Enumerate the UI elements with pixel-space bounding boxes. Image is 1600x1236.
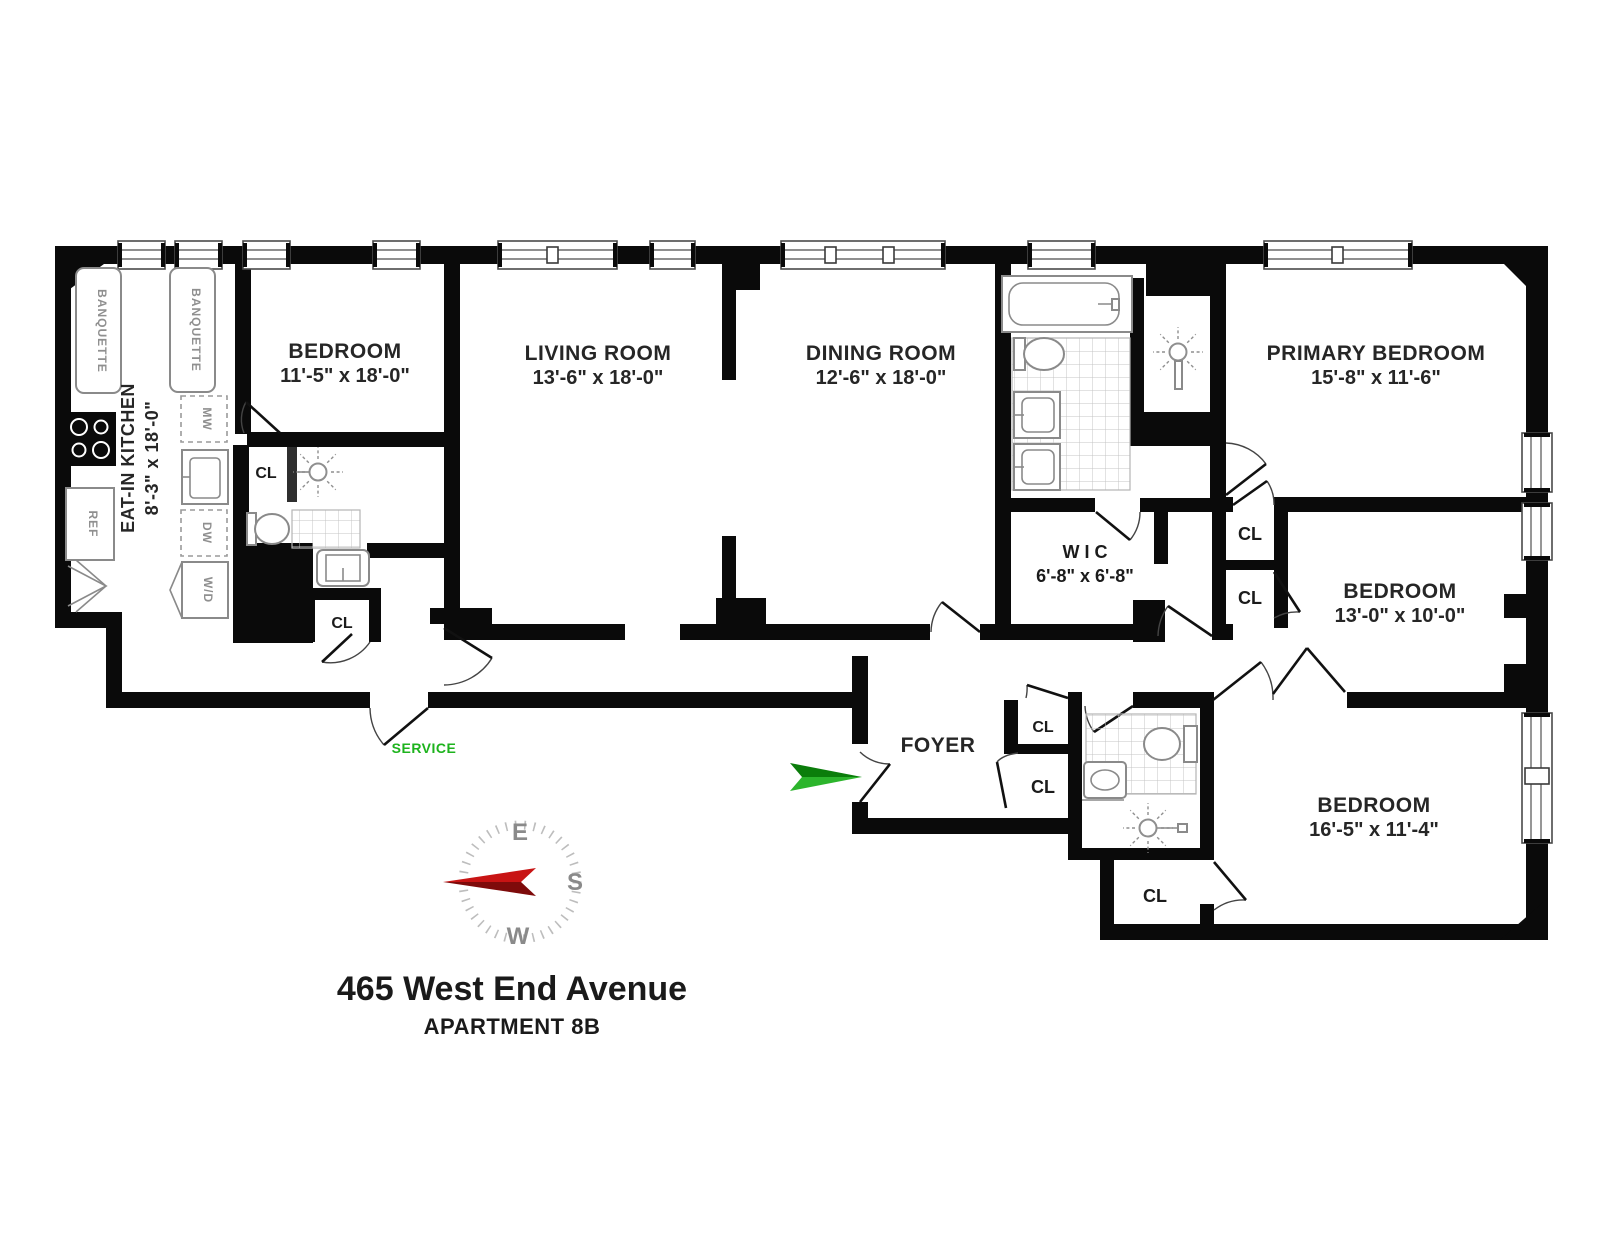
compass-east: E: [512, 819, 528, 846]
window-icon: [1521, 502, 1553, 561]
kitchen-fixtures: [65, 267, 229, 619]
room-label-foyer: FOYER: [901, 734, 976, 757]
toilet-icon: [1143, 725, 1198, 763]
refrigerator-icon: [65, 487, 115, 561]
room-dims: 13'-0" x 10'-0": [1335, 605, 1466, 627]
room-dims: 15'-8" x 11'-6": [1311, 367, 1441, 389]
room-name: BEDROOM: [1343, 580, 1456, 603]
hall-bath-fixtures: [1082, 713, 1198, 854]
window-icon: [117, 240, 166, 270]
banquette-icon: [75, 267, 122, 394]
bathtub-icon: [1001, 275, 1133, 333]
room-dims: 12'-6" x 18'-0": [816, 367, 947, 389]
microwave-label: MW: [200, 407, 214, 430]
room-label-wic: W I C 6'-8" x 6'-8": [1036, 542, 1134, 586]
window-icon: [174, 240, 223, 270]
closet-label: CL: [331, 615, 353, 632]
entry-arrow-icon: [790, 763, 862, 791]
room-name: LIVING ROOM: [525, 342, 672, 365]
doors: [240, 401, 1346, 911]
stove-icon: [66, 412, 116, 466]
room-dims: 11'-5" x 18'-0": [280, 365, 410, 387]
window-icon: [497, 240, 618, 270]
closet-label: CL: [1238, 588, 1262, 608]
address-title: 465 West End Avenue: [337, 970, 687, 1008]
vanity-sink-icon: [1013, 443, 1061, 491]
closet-labels: CL CL CL CL CL CL CL: [255, 465, 1262, 906]
closet-label: CL: [1143, 886, 1167, 906]
shower-icon: [1152, 326, 1204, 390]
window-icon: [242, 240, 291, 270]
appliance-labels: BANQUETTE BANQUETTE REF MW DW W/D: [86, 288, 215, 603]
window-icon: [1263, 240, 1413, 270]
room-label-primary-bedroom: PRIMARY BEDROOM 15'-8" x 11'-6": [1267, 342, 1486, 389]
room-label-kitchen: EAT-IN KITCHEN 8'-3" x 18'-0": [118, 383, 162, 533]
wash-basin-icon: [1083, 761, 1127, 799]
room-name: DINING ROOM: [806, 342, 956, 365]
room-name: EAT-IN KITCHEN: [118, 383, 138, 533]
tile-floor: [291, 509, 361, 549]
room-dims: 6'-8" x 6'-8": [1036, 566, 1134, 586]
room-labels: EAT-IN KITCHEN 8'-3" x 18'-0" BEDROOM 11…: [118, 340, 1485, 841]
washer-dryer-icon: [169, 561, 229, 619]
room-name: BEDROOM: [288, 340, 401, 363]
compass-west: W: [507, 923, 530, 950]
closet-label: CL: [1031, 777, 1055, 797]
closet-label: CL: [1032, 719, 1054, 736]
room-label-bedroom-b: BEDROOM 13'-0" x 10'-0": [1335, 580, 1466, 627]
plan-title: 465 West End Avenue APARTMENT 8B: [337, 970, 687, 1039]
kitchen-bath-fixtures: [246, 446, 370, 587]
room-dims: 16'-5" x 11'-4": [1309, 819, 1439, 841]
window-icon: [1521, 712, 1553, 844]
vanity-sink-icon: [1013, 391, 1061, 439]
window-icon: [649, 240, 696, 270]
washer-dryer-label: W/D: [201, 577, 215, 603]
closet-label: CL: [1238, 524, 1262, 544]
banquette-label: BANQUETTE: [189, 288, 203, 372]
vanity-sink-icon: [316, 549, 370, 587]
dishwasher-label: DW: [200, 522, 214, 544]
room-dims: 8'-3" x 18'-0": [142, 401, 162, 516]
room-label-bedroom-c: BEDROOM 16'-5" x 11'-4": [1309, 794, 1439, 841]
room-label-living-room: LIVING ROOM 13'-6" x 18'-0": [525, 342, 672, 389]
banquette-label: BANQUETTE: [95, 289, 109, 373]
window-icon: [1521, 432, 1553, 493]
window-icon: [372, 240, 421, 270]
shower-icon: [1122, 802, 1188, 854]
cabinet-icon: [75, 559, 108, 613]
banquette-icon: [169, 267, 216, 393]
room-name: PRIMARY BEDROOM: [1267, 342, 1486, 365]
compass-rose-icon: E S W: [443, 819, 583, 950]
compass-needle-icon: [443, 868, 536, 896]
room-label-bedroom-a: BEDROOM 11'-5" x 18'-0": [280, 340, 410, 387]
room-name: W I C: [1063, 542, 1108, 562]
kitchen-sink-icon: [181, 449, 229, 505]
compass-south: S: [567, 869, 583, 896]
room-label-dining-room: DINING ROOM 12'-6" x 18'-0": [806, 342, 956, 389]
dishwasher-icon: [180, 509, 228, 557]
refrigerator-label: REF: [86, 511, 100, 538]
closet-label: CL: [255, 465, 277, 482]
primary-bath-fixtures: [1001, 275, 1204, 491]
toilet-icon: [246, 512, 290, 546]
room-dims: 13'-6" x 18'-0": [533, 367, 664, 389]
window-icon: [1027, 240, 1096, 270]
microwave-icon: [180, 395, 228, 443]
apartment-subtitle: APARTMENT 8B: [424, 1014, 601, 1039]
walls: [55, 246, 1548, 940]
service-entrance-label: SERVICE: [392, 740, 457, 756]
window-icon: [780, 240, 946, 270]
room-name: BEDROOM: [1317, 794, 1430, 817]
toilet-icon: [1013, 337, 1065, 371]
windows: [117, 240, 1553, 844]
